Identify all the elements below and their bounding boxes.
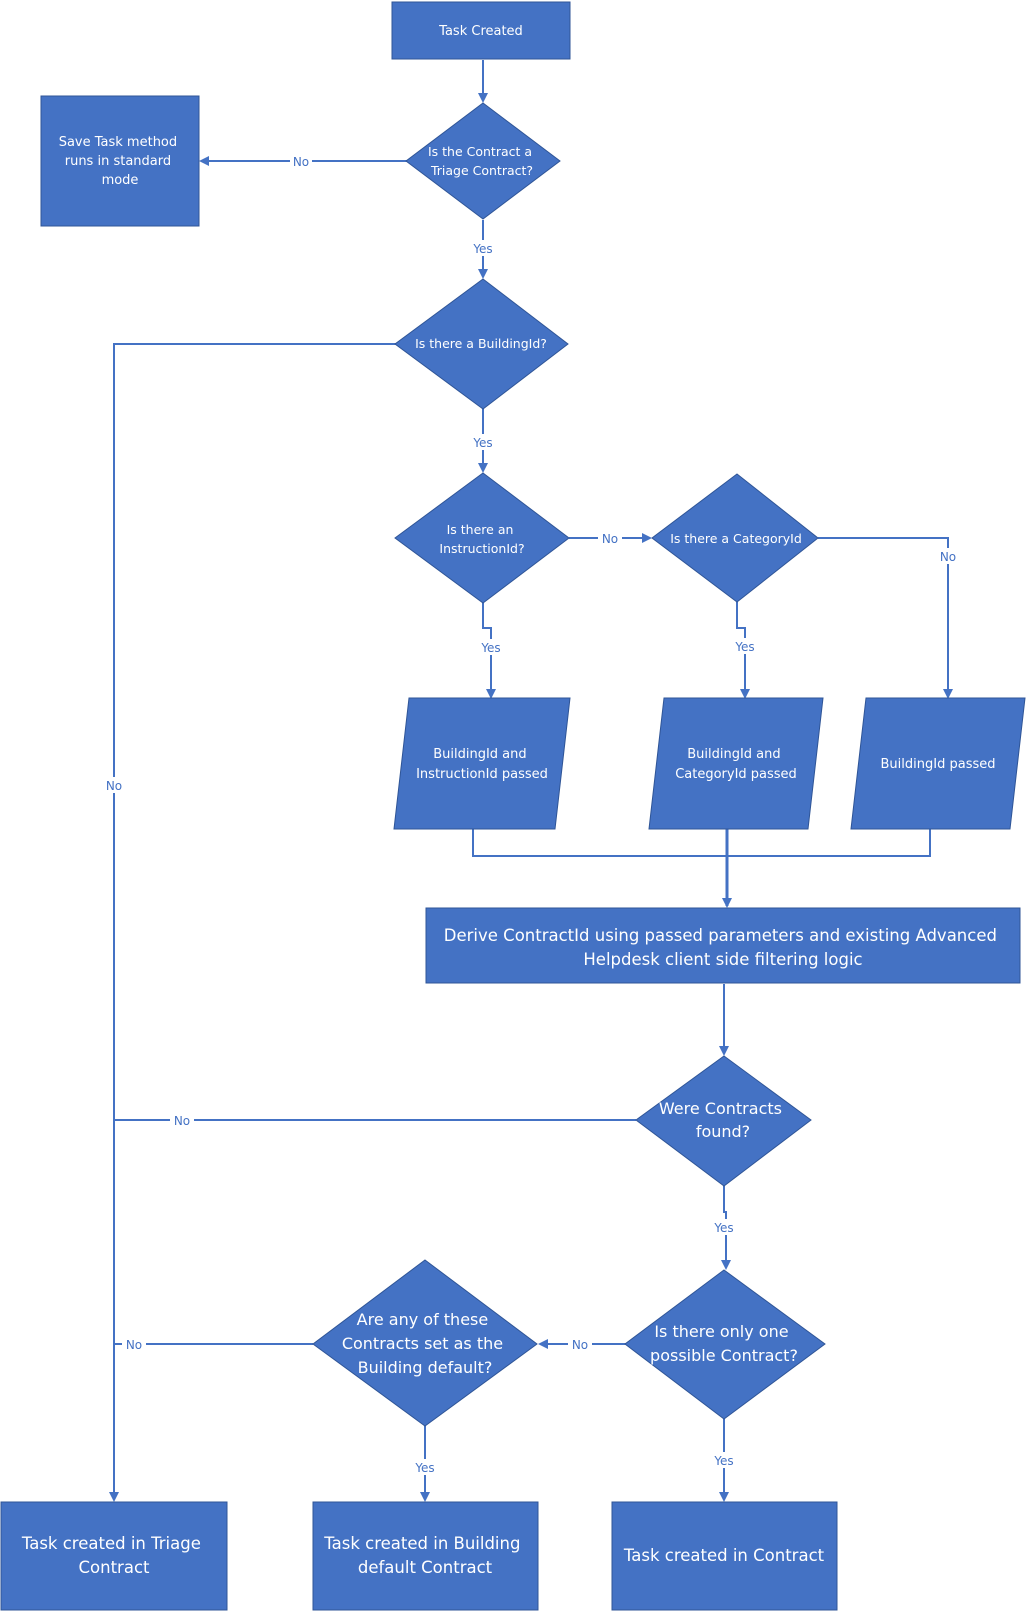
label-triage-yes: Yes bbox=[472, 242, 492, 256]
label-category-yes: Yes bbox=[734, 640, 754, 654]
is-building-text: Is there a BuildingId? bbox=[415, 336, 547, 351]
any-default-text: Are any of these Contracts set as the Bu… bbox=[342, 1310, 508, 1377]
label-instruction-no: No bbox=[602, 532, 618, 546]
connectors bbox=[109, 60, 953, 1502]
is-building-diamond bbox=[394, 278, 569, 410]
task-default-text: Task created in Building default Contrac… bbox=[323, 1534, 525, 1577]
edge-category-yes bbox=[736, 602, 750, 699]
bldg-only-text: BuildingId passed bbox=[881, 757, 996, 772]
label-only-no: No bbox=[572, 1338, 588, 1352]
task-triage-text: Task created in Triage Contract bbox=[21, 1534, 206, 1577]
bldg-instr-para bbox=[393, 697, 571, 830]
bldg-cat-text: BuildingId and CategoryId passed bbox=[675, 747, 797, 782]
label-found-no: No bbox=[174, 1114, 190, 1128]
task-contract-box bbox=[611, 1501, 838, 1611]
label-default-yes: Yes bbox=[414, 1461, 434, 1475]
bldg-instr-text: BuildingId and InstructionId passed bbox=[416, 747, 548, 782]
task-contract-text: Task created in Contract bbox=[623, 1546, 825, 1565]
contracts-found-text: Were Contracts found? bbox=[659, 1099, 787, 1141]
edge-labels: No Yes Yes No No Yes Yes No No Yes No Ye… bbox=[103, 153, 960, 1475]
bldg-only-para bbox=[850, 697, 1026, 830]
label-triage-no: No bbox=[293, 155, 309, 169]
task-created-box bbox=[391, 1, 571, 60]
label-found-yes: Yes bbox=[713, 1221, 733, 1235]
task-created-text: Task Created bbox=[438, 24, 523, 39]
derive-box bbox=[425, 907, 1021, 984]
label-instruction-yes: Yes bbox=[480, 641, 500, 655]
edge-found-yes bbox=[721, 1186, 731, 1270]
save-standard-text: Save Task method runs in standard mode bbox=[59, 135, 182, 188]
is-category-diamond bbox=[651, 473, 819, 603]
edge-instruction-yes bbox=[482, 603, 496, 699]
contracts-found-diamond bbox=[635, 1055, 812, 1187]
any-default-diamond bbox=[312, 1259, 538, 1427]
task-default-box bbox=[312, 1501, 539, 1611]
derive-text: Derive ContractId using passed parameter… bbox=[444, 926, 1002, 969]
is-instruction-text: Is there an InstructionId? bbox=[439, 522, 524, 556]
is-triage-text: Is the Contract a Triage Contract? bbox=[428, 144, 536, 178]
only-one-text: Is there only one possible Contract? bbox=[650, 1322, 798, 1365]
edge-category-no bbox=[818, 537, 953, 699]
is-instruction-diamond bbox=[394, 472, 570, 604]
edge-merge-instr bbox=[472, 829, 724, 857]
edge-merge-bldg bbox=[724, 829, 931, 857]
label-category-no: No bbox=[940, 550, 956, 564]
is-category-text: Is there a CategoryId bbox=[670, 531, 802, 546]
save-standard-box bbox=[40, 95, 200, 227]
label-default-no: No bbox=[126, 1338, 142, 1352]
node-text: Task Created Is the Contract a Triage Co… bbox=[21, 24, 1002, 1577]
bldg-cat-para bbox=[648, 697, 824, 830]
only-one-diamond bbox=[624, 1269, 826, 1420]
task-triage-box bbox=[0, 1501, 228, 1611]
label-only-yes: Yes bbox=[713, 1454, 733, 1468]
label-building-yes: Yes bbox=[472, 436, 492, 450]
is-triage-diamond bbox=[405, 102, 561, 220]
edge-building-no bbox=[109, 343, 396, 1502]
label-building-no: No bbox=[106, 779, 122, 793]
